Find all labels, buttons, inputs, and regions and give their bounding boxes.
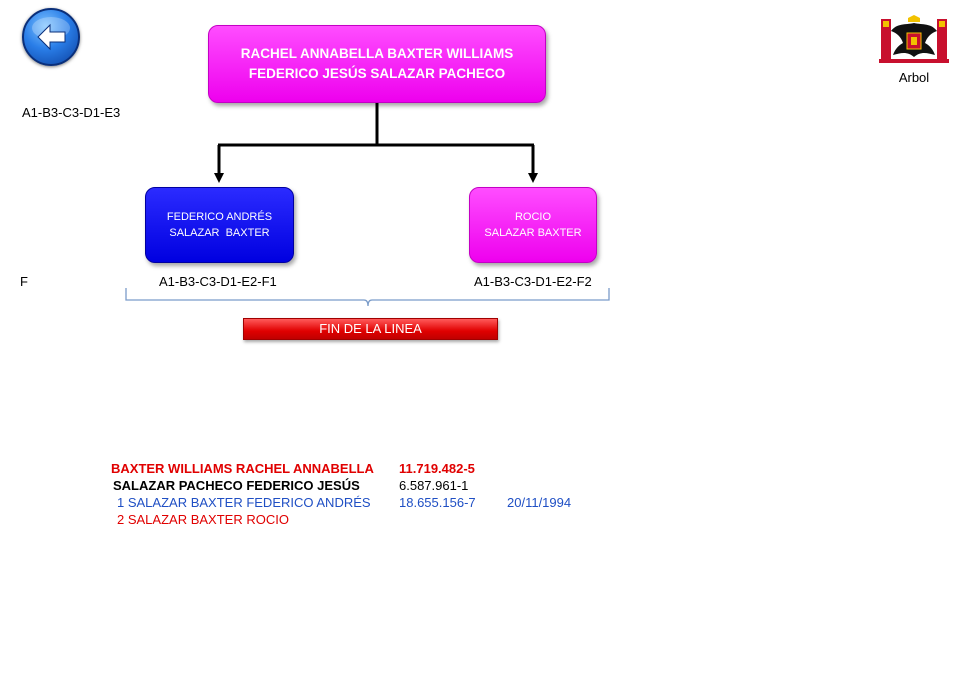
father-id: 6.587.961-1 <box>399 478 469 493</box>
child-1-detail-id: 18.655.156-7 <box>399 495 476 510</box>
parents-box[interactable]: RACHEL ANNABELLA BAXTER WILLIAMS FEDERIC… <box>208 25 546 103</box>
child-2-given-names: ROCIO <box>514 211 552 223</box>
child-2-detail-name: 2 SALAZAR BAXTER ROCIO <box>117 512 289 527</box>
children-brace <box>125 288 610 307</box>
end-of-line-button[interactable]: FIN DE LA LINEA <box>243 318 498 340</box>
child-1-detail-date: 20/11/1994 <box>507 495 572 510</box>
child-2-surnames: SALAZAR BAXTER <box>484 227 582 239</box>
child-box-2[interactable]: ROCIO SALAZAR BAXTER <box>469 187 597 263</box>
mother-name: BAXTER WILLIAMS RACHEL ANNABELLA <box>111 461 374 476</box>
coat-of-arms-icon <box>879 15 949 63</box>
back-arrow-icon <box>32 17 70 51</box>
generation-code-next: F <box>20 274 28 289</box>
crest-label: Arbol <box>898 70 930 85</box>
back-button[interactable] <box>22 8 80 66</box>
child-box-1[interactable]: FEDERICO ANDRÉS SALAZAR BAXTER <box>145 187 294 263</box>
generation-code-current: A1-B3-C3-D1-E3 <box>22 105 121 120</box>
child-1-given-names: FEDERICO ANDRÉS <box>166 211 273 223</box>
child-1-code: A1-B3-C3-D1-E2-F1 <box>159 274 277 289</box>
parent-name-1: RACHEL ANNABELLA BAXTER WILLIAMS <box>240 46 514 61</box>
parent-name-2: FEDERICO JESÚS SALAZAR PACHECO <box>248 66 506 81</box>
child-1-surnames: SALAZAR BAXTER <box>169 227 270 239</box>
tree-connector <box>214 103 538 183</box>
child-2-code: A1-B3-C3-D1-E2-F2 <box>474 274 592 289</box>
mother-id: 11.719.482-5 <box>399 461 475 476</box>
father-name: SALAZAR PACHECO FEDERICO JESÚS <box>113 478 360 493</box>
child-1-detail-name: 1 SALAZAR BAXTER FEDERICO ANDRÉS <box>117 495 371 510</box>
